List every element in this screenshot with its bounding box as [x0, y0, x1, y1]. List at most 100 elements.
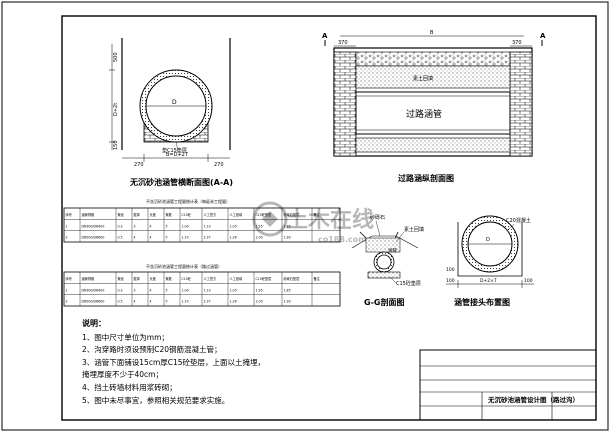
gg-label-pipe: 涵管	[388, 247, 397, 254]
table-cell: 0.3	[118, 224, 123, 228]
gg-section: 砂砾石 素土回填 涵管 C15砼垫层 G-G剖面图	[351, 214, 424, 307]
long-pipe-label: 过路涵管	[406, 108, 442, 120]
note-item: 1、图中尺寸单位为mm；	[82, 332, 169, 342]
table-cell: 4	[134, 236, 136, 240]
quantity-table-2: 不含沉砂池涵管工程量统计表（路过涵管） 序号12涵管规格DN300/DN400D…	[63, 263, 341, 307]
table-cell: 1.95	[256, 224, 263, 228]
dim-side-mid: D+2t	[113, 103, 119, 116]
long-brick-left	[333, 51, 357, 157]
table-header-cell: 砂砾石垫层	[284, 276, 300, 281]
design-notes: 说明： 1、图中尺寸单位为mm； 2、沟穿路时须设预制C20钢筋混凝土管； 3、…	[82, 318, 382, 407]
table-cell: 1.95	[256, 288, 263, 292]
joint-layout: D C20混凝土 100 D+2×T 100 100 涵管接头布置图	[446, 215, 534, 307]
table-cell: 1.05	[230, 224, 237, 228]
cross-dim-left: 270	[134, 162, 144, 168]
table-cell: DN300/DN400	[82, 288, 105, 292]
table-header-cell: C15砼垫层	[256, 212, 272, 217]
gg-label-mid: 素土回填	[404, 226, 424, 233]
table-cell: 1.26	[230, 236, 237, 240]
table-cell: 4	[150, 288, 152, 292]
long-dim-right: 370	[512, 40, 522, 46]
note-item: 2、沟穿路时须设预制C20钢筋混凝土管；	[82, 345, 222, 355]
table-cell: 1.90	[284, 300, 291, 304]
table-cell: 1.10	[182, 236, 189, 240]
table-cell: 1.85	[284, 224, 291, 228]
note-item: 4、挡土砖墙材料用浆砖砌；	[82, 382, 177, 392]
table-header-cell: 壁厚	[134, 212, 141, 217]
table-cell: 1	[66, 224, 68, 228]
joint-dim-mid: D+2×T	[480, 278, 497, 284]
table-header-cell: 长度	[150, 212, 157, 217]
table-cell: 1	[66, 288, 68, 292]
table-cell: 2.37	[204, 300, 211, 304]
long-gravel-layer	[355, 51, 511, 67]
long-pipe	[355, 91, 511, 135]
long-fill-layer	[355, 65, 511, 89]
joint-d-label: D	[486, 237, 490, 243]
table-cell: 3	[134, 224, 136, 228]
table-header-cell: 管数	[166, 212, 173, 217]
table-cell: 1.10	[204, 224, 211, 228]
section-mark-a-right: A	[540, 32, 546, 40]
table-cell: 4	[150, 300, 152, 304]
long-section-title: 过路涵纵剖面图	[398, 173, 454, 183]
table-cell: 1.90	[284, 236, 291, 240]
table-header-cell: 砂砾石垫层	[284, 212, 300, 217]
table-cell: 5	[166, 236, 168, 240]
table-cell: 2	[66, 236, 68, 240]
watermark-main: 土木在线	[286, 207, 374, 233]
table-header-cell: 管径	[118, 276, 125, 281]
table-header-cell: 备注	[314, 276, 321, 281]
quantity-table-1: 不含沉砂池涵管工程量统计表（每延米工程量） 序号12涵管规格DN300/DN40…	[63, 198, 341, 243]
long-bed-layer	[355, 137, 511, 153]
table-cell: 1.85	[284, 288, 291, 292]
gg-label-top: 砂砾石	[370, 214, 385, 221]
cross-dim-right: 270	[214, 162, 224, 168]
table-header-cell: 人工回填	[230, 212, 244, 217]
table-cell: 0.5	[118, 300, 123, 304]
table-header-cell: 长度	[150, 276, 157, 281]
joint-section-title: 涵管接头布置图	[454, 297, 510, 307]
cross-bed-label: 垫C15垫层	[162, 147, 187, 154]
watermark-sub: co188.com	[318, 235, 367, 244]
cross-section-aa: D 500 D+2t 150 垫C15垫层 B=D+2T 270 270 无沉砂…	[109, 38, 233, 187]
cross-pipe-d-label: D	[172, 99, 177, 106]
table1-title: 不含沉砂池涵管工程量统计表（每延米工程量）	[146, 198, 230, 204]
joint-concrete-label: C20混凝土	[506, 217, 531, 224]
table-cell: 2.37	[204, 236, 211, 240]
table-header-cell: 人工挖方	[204, 212, 217, 217]
table-header-cell: 涵管规格	[82, 212, 96, 217]
table-cell: 1.00	[182, 224, 189, 228]
note-item: 5、图中未尽事宜，参照相关规范要求实施。	[82, 395, 230, 405]
table2-title: 不含沉砂池涵管工程量统计表（路过涵管）	[146, 263, 222, 269]
joint-dim-left: 100	[446, 278, 455, 284]
inner-frame	[61, 15, 597, 421]
table-header-cell: 序号	[66, 276, 72, 281]
gg-label-bed: C15砼垫层	[396, 280, 421, 287]
title-block: 无沉砂池涵管设计图（路过沟）	[419, 349, 597, 421]
table-header-cell: 管数	[166, 276, 173, 281]
table-cell: 2	[66, 300, 68, 304]
note-item: 掩埋厚度不少于40cm；	[82, 370, 163, 380]
cross-dim-center: B=D+2T	[166, 152, 189, 158]
table-cell: 4	[150, 224, 152, 228]
table-cell: 4	[150, 236, 152, 240]
dim-side-top: 500	[113, 52, 119, 62]
long-brick-right	[509, 51, 533, 157]
table-cell: 2.00	[256, 236, 263, 240]
table-cell: 1.10	[182, 300, 189, 304]
table-header-cell: C15砼垫层	[256, 276, 272, 281]
notes-title: 说明：	[82, 319, 106, 328]
gg-bed	[367, 271, 401, 279]
joint-dim-low: 100	[446, 267, 455, 273]
table-cell: 5	[166, 288, 168, 292]
note-item: 3、涵管下面铺设15cm厚C15砼垫层，上面以土掩埋，	[82, 357, 266, 367]
long-dim-left: 370	[338, 40, 348, 46]
cross-section-title: 无沉砂池涵管横断面图(A-A)	[129, 177, 233, 187]
table-cell: 1.00	[182, 288, 189, 292]
longitudinal-section: A A B 370 370 素土回填 过路涵管 过路涵纵剖面图	[322, 30, 546, 183]
section-mark-a-left: A	[322, 32, 328, 40]
table-header-cell: C15砼	[182, 276, 192, 281]
